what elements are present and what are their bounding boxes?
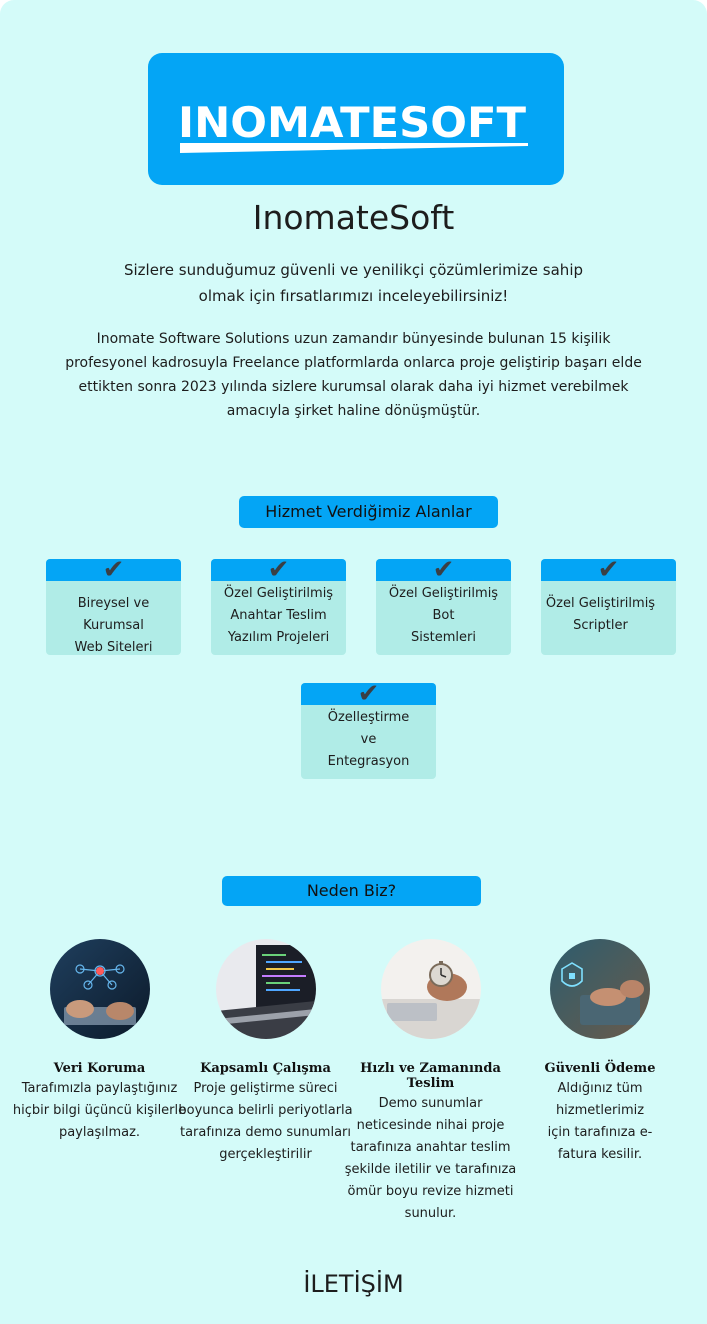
service-card-bot[interactable]: ✔ Özel Geliştirilmiş Bot Sistemleri: [376, 559, 511, 655]
service-card-integration[interactable]: ✔ Özelleştirme ve Entegrasyon: [301, 683, 436, 779]
service-card-label: Özel Geliştirilmiş Bot Sistemleri: [388, 586, 499, 645]
feature-comprehensive-work: Kapsamlı Çalışma Proje geliştirme süreci…: [178, 939, 353, 1166]
check-icon: ✔: [357, 683, 380, 709]
intro-text: Sizlere sunduğumuz güvenli ve yenilikçi …: [123, 261, 584, 305]
service-card-label: Özel Geliştirilmiş Scriptler: [545, 596, 656, 633]
service-card-scripts[interactable]: ✔ Özel Geliştirilmiş Scriptler: [541, 559, 676, 655]
why-heading[interactable]: Neden Biz?: [222, 876, 481, 906]
card-header: ✔: [301, 683, 436, 709]
laptop-code-photo: [215, 939, 316, 1039]
check-icon: ✔: [267, 559, 290, 585]
service-card-label: Özel Geliştirilmiş Anahtar Teslim Yazılı…: [223, 586, 334, 645]
about-text: Inomate Software Solutions uzun zamandır…: [65, 331, 642, 419]
service-card-web[interactable]: ✔ Bireysel ve Kurumsal Web Siteleri: [46, 559, 181, 655]
card-header: ✔: [376, 559, 511, 585]
service-card-label: Özelleştirme ve Entegrasyon: [327, 710, 410, 769]
feature-title: Veri Koruma: [53, 1061, 146, 1076]
brand-title: InomateSoft: [252, 198, 455, 237]
stopwatch-photo: [380, 939, 481, 1039]
feature-title: Kapsamlı Çalışma: [200, 1061, 331, 1076]
check-icon: ✔: [597, 559, 620, 585]
logo-wordmark: INOMATESOFT: [178, 98, 528, 153]
brand-logo[interactable]: INOMATESOFT: [148, 53, 564, 185]
feature-fast-delivery: Hızlı ve Zamanında Teslim Demo sunumlar …: [343, 939, 518, 1225]
feature-data-protection: Veri Koruma Tarafımızla paylaştığınız hi…: [12, 939, 187, 1144]
feature-text: Demo sunumlar neticesinde nihai proje ta…: [344, 1096, 517, 1221]
feature-text: Tarafımızla paylaştığınız hiçbir bilgi ü…: [12, 1081, 187, 1140]
service-card-software[interactable]: ✔ Özel Geliştirilmiş Anahtar Teslim Yazı…: [211, 559, 346, 655]
services-heading[interactable]: Hizmet Verdiğimiz Alanlar: [239, 496, 498, 528]
check-icon: ✔: [102, 559, 125, 585]
feature-title: Hızlı ve Zamanında Teslim: [360, 1061, 501, 1091]
secure-payment-photo: [550, 939, 650, 1039]
feature-title: Güvenli Ödeme: [544, 1061, 656, 1076]
card-header: ✔: [46, 559, 181, 585]
feature-text: Aldığınız tüm hizmetlerimiz için tarafın…: [547, 1081, 653, 1162]
feature-secure-payment: Güvenli Ödeme Aldığınız tüm hizmetlerimi…: [505, 939, 695, 1166]
card-header: ✔: [541, 559, 676, 585]
card-header: ✔: [211, 559, 346, 585]
data-protection-photo: [49, 939, 150, 1039]
service-card-label: Bireysel ve Kurumsal Web Siteleri: [74, 596, 153, 655]
svg-text:INOMATESOFT: INOMATESOFT: [178, 98, 526, 147]
feature-text: Proje geliştirme süreci boyunca belirli …: [178, 1081, 353, 1162]
check-icon: ✔: [432, 559, 455, 585]
contact-heading: İLETİŞİM: [303, 1270, 404, 1298]
